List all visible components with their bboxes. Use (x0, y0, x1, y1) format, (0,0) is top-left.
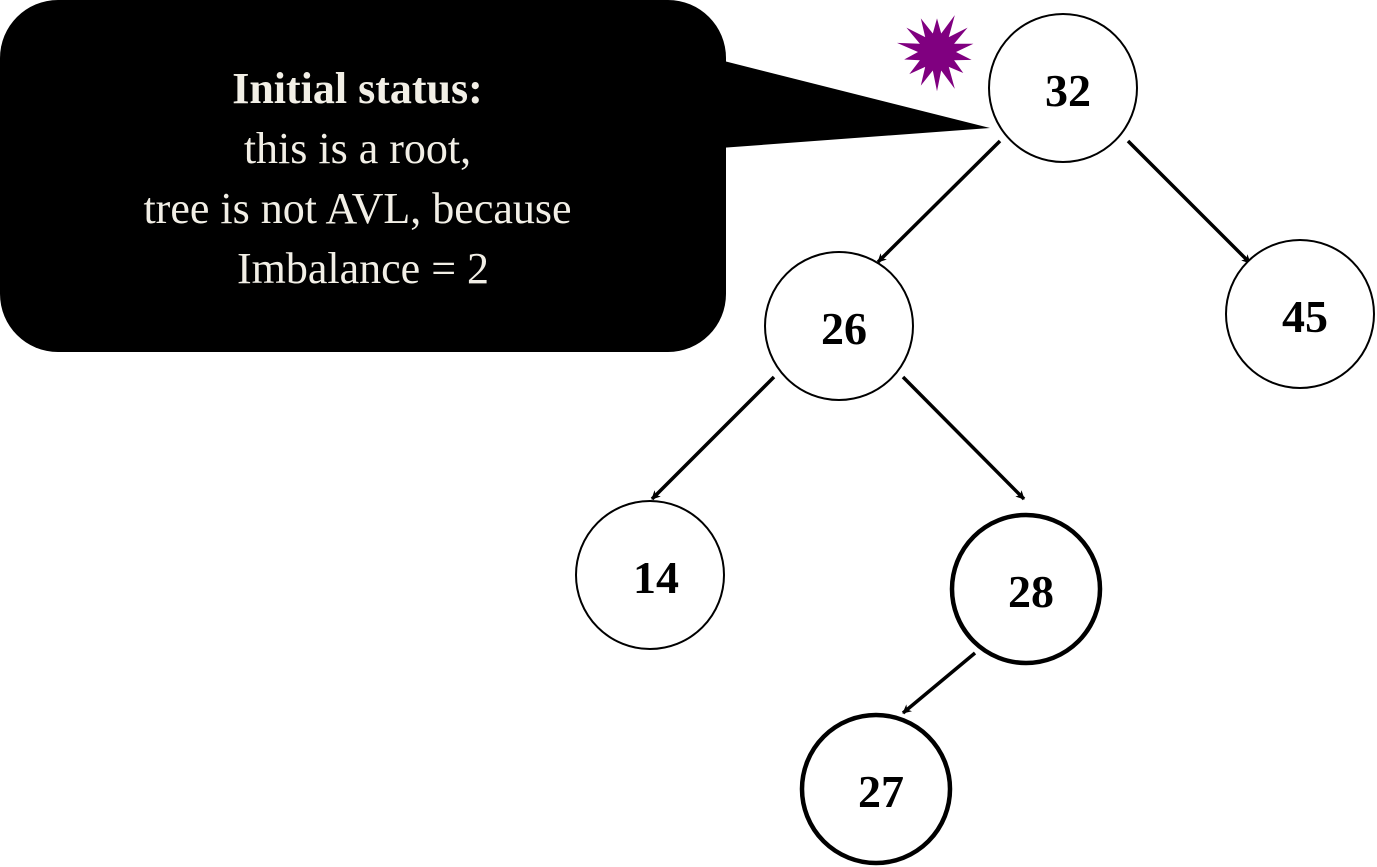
callout-line-3: Imbalance = 2 (237, 244, 489, 293)
node-45-label: 45 (1282, 291, 1328, 342)
edge-32-to-45 (1126, 139, 1252, 265)
callout-bubble: Initial status: this is a root, tree is … (0, 0, 990, 352)
callout-pointer (720, 60, 990, 148)
tree-edges (650, 139, 1252, 715)
tree-node: 28 (949, 512, 1103, 666)
tree-node: 32 (988, 13, 1138, 163)
node-14-circle (575, 500, 725, 650)
node-27-label: 27 (858, 766, 904, 817)
edge-28-to-27 (901, 651, 977, 715)
tree-node: 27 (799, 712, 953, 866)
node-26-circle (764, 251, 914, 401)
star-burst-icon (897, 15, 974, 92)
callout-box (0, 0, 726, 352)
node-27-circle (799, 712, 953, 866)
tree-node: 26 (764, 251, 914, 401)
node-45-circle (1225, 239, 1375, 389)
node-26-label: 26 (821, 303, 867, 354)
callout-line-1: this is a root, (244, 124, 471, 173)
node-14-label: 14 (633, 552, 679, 603)
callout-text: Initial status: this is a root, tree is … (143, 64, 582, 293)
edge-26-to-14 (650, 375, 776, 501)
node-28-label: 28 (1008, 566, 1054, 617)
callout-title: Initial status: (232, 64, 483, 113)
edge-26-to-28 (901, 375, 1026, 501)
tree-node: 45 (1225, 239, 1375, 389)
edge-32-to-26 (876, 139, 1002, 264)
node-32-label: 32 (1045, 65, 1091, 116)
tree-node: 14 (575, 500, 725, 650)
node-28-circle (949, 512, 1103, 666)
callout-line-2: tree is not AVL, because (143, 184, 571, 233)
node-32-circle (988, 13, 1138, 163)
